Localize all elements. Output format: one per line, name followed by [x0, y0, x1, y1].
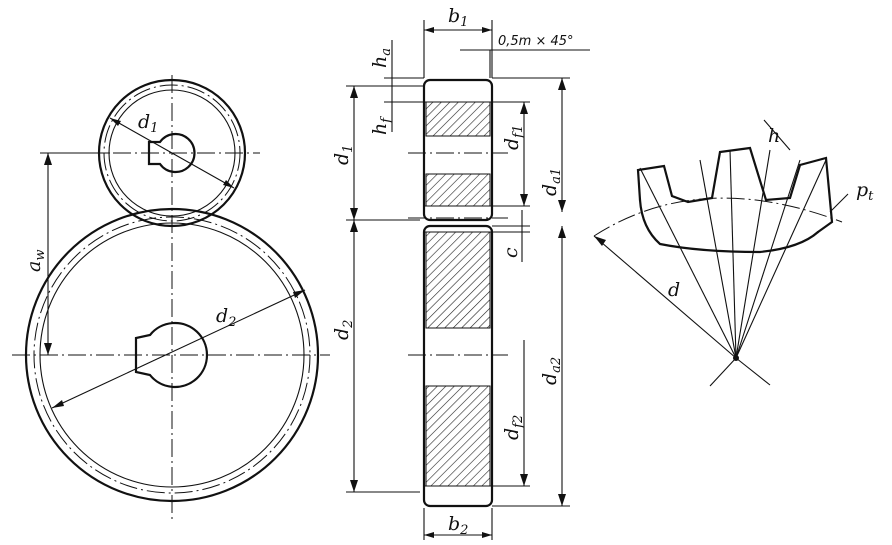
label-df2: df2 — [501, 415, 526, 440]
tooth-detail — [593, 119, 849, 387]
label-section-d2: d2 — [331, 320, 356, 340]
label-pt: pt — [856, 179, 874, 204]
label-da2: da2 — [539, 357, 564, 385]
label-df1: df1 — [501, 125, 526, 150]
wheel-section-outline — [422, 224, 494, 508]
pitch-circle-arc — [593, 197, 843, 237]
label-section-d1: d1 — [331, 145, 356, 165]
label-b1: b1 — [448, 5, 468, 30]
pt-leader — [829, 193, 849, 213]
label-ha: ha — [369, 48, 394, 68]
label-d: d — [668, 279, 680, 301]
center-point — [733, 355, 739, 361]
label-h: h — [768, 125, 780, 147]
tooth-profile — [636, 146, 834, 234]
label-b2: b2 — [448, 513, 468, 538]
pinion-bore-keyway — [147, 132, 196, 174]
label-hf: hf — [369, 116, 394, 135]
label-chamfer: 0,5m × 45° — [498, 34, 574, 49]
root-line — [638, 198, 820, 254]
label-aw: aw — [23, 250, 48, 272]
wheel-bore-keyway — [134, 321, 209, 389]
section-view — [346, 20, 590, 540]
label-d1: d1 — [138, 111, 158, 136]
pinion-hatch-top — [425, 101, 491, 137]
d-radius-line — [593, 235, 737, 359]
wheel-diameter-line — [51, 289, 306, 409]
label-da1: da1 — [539, 168, 564, 196]
pinion-hatch-bottom — [425, 173, 491, 207]
wheel-hatch-bottom — [425, 385, 491, 487]
wheel-hatch-top — [425, 231, 491, 329]
label-c: c — [500, 247, 522, 258]
h-dimension-line — [763, 119, 791, 151]
front-view — [12, 75, 330, 520]
pinion-section-outline — [422, 78, 494, 222]
label-d2: d2 — [216, 305, 236, 330]
